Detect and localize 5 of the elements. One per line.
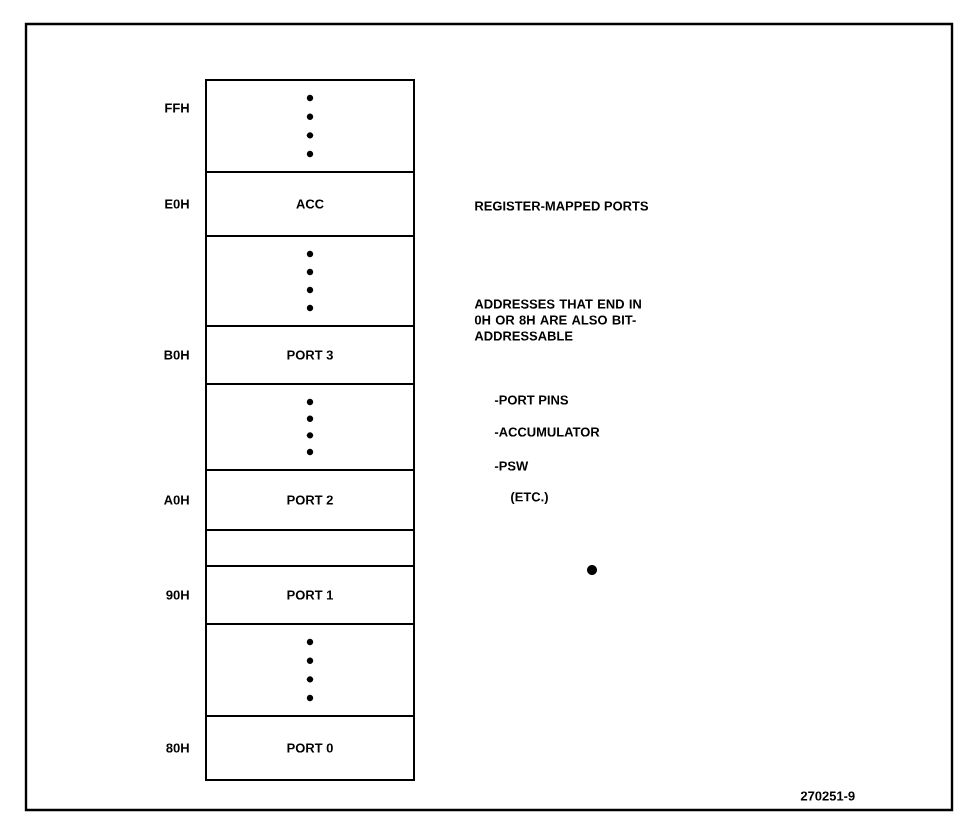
memory-cell: [205, 623, 415, 717]
memory-cell: [205, 79, 415, 173]
memory-cell: [205, 235, 415, 327]
memory-cell: [205, 383, 415, 471]
memory-cell: [205, 529, 415, 567]
